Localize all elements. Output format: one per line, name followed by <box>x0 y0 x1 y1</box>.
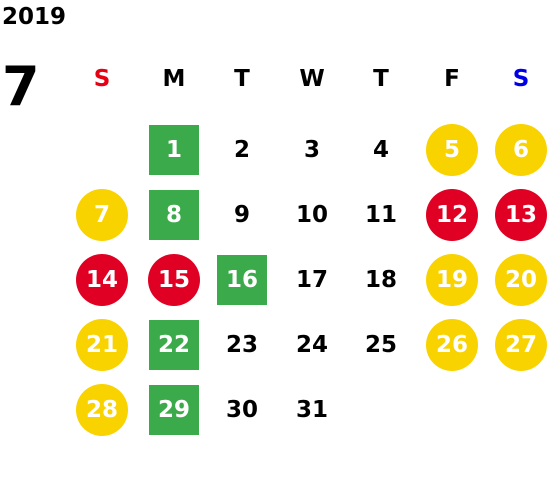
day-cell-6[interactable]: 6 <box>495 124 547 176</box>
day-cell-23[interactable]: 23 <box>225 332 258 358</box>
day-cell-22[interactable]: 22 <box>149 320 199 370</box>
weekday-monday: M <box>162 66 186 92</box>
weekday-thursday: T <box>373 66 389 92</box>
day-cell-13[interactable]: 13 <box>495 189 547 241</box>
day-cell-25[interactable]: 25 <box>364 332 397 358</box>
day-cell-9[interactable]: 9 <box>233 202 250 228</box>
month-label: 7 <box>2 55 40 118</box>
day-cell-11[interactable]: 11 <box>364 202 397 228</box>
weekday-saturday: S <box>512 66 530 92</box>
day-cell-19[interactable]: 19 <box>426 254 478 306</box>
day-cell-1[interactable]: 1 <box>149 125 199 175</box>
day-cell-17[interactable]: 17 <box>295 267 328 293</box>
day-cell-29[interactable]: 29 <box>149 385 199 435</box>
day-cell-8[interactable]: 8 <box>149 190 199 240</box>
day-cell-24[interactable]: 24 <box>295 332 328 358</box>
weekday-sunday: S <box>93 66 111 92</box>
day-cell-7[interactable]: 7 <box>76 189 128 241</box>
weekday-tuesday: T <box>234 66 250 92</box>
day-cell-12[interactable]: 12 <box>426 189 478 241</box>
day-cell-16[interactable]: 16 <box>217 255 267 305</box>
day-cell-26[interactable]: 26 <box>426 319 478 371</box>
weekday-friday: F <box>444 66 460 92</box>
day-cell-20[interactable]: 20 <box>495 254 547 306</box>
day-cell-18[interactable]: 18 <box>364 267 397 293</box>
day-cell-31[interactable]: 31 <box>295 397 328 423</box>
day-cell-15[interactable]: 15 <box>148 254 200 306</box>
day-cell-3[interactable]: 3 <box>303 137 320 163</box>
day-cell-30[interactable]: 30 <box>225 397 258 423</box>
day-cell-5[interactable]: 5 <box>426 124 478 176</box>
day-cell-14[interactable]: 14 <box>76 254 128 306</box>
day-cell-2[interactable]: 2 <box>233 137 250 163</box>
day-cell-21[interactable]: 21 <box>76 319 128 371</box>
day-cell-4[interactable]: 4 <box>372 137 389 163</box>
day-cell-27[interactable]: 27 <box>495 319 547 371</box>
day-cell-28[interactable]: 28 <box>76 384 128 436</box>
year-label: 2019 <box>2 4 67 30</box>
day-cell-10[interactable]: 10 <box>295 202 328 228</box>
weekday-wednesday: W <box>299 66 325 92</box>
